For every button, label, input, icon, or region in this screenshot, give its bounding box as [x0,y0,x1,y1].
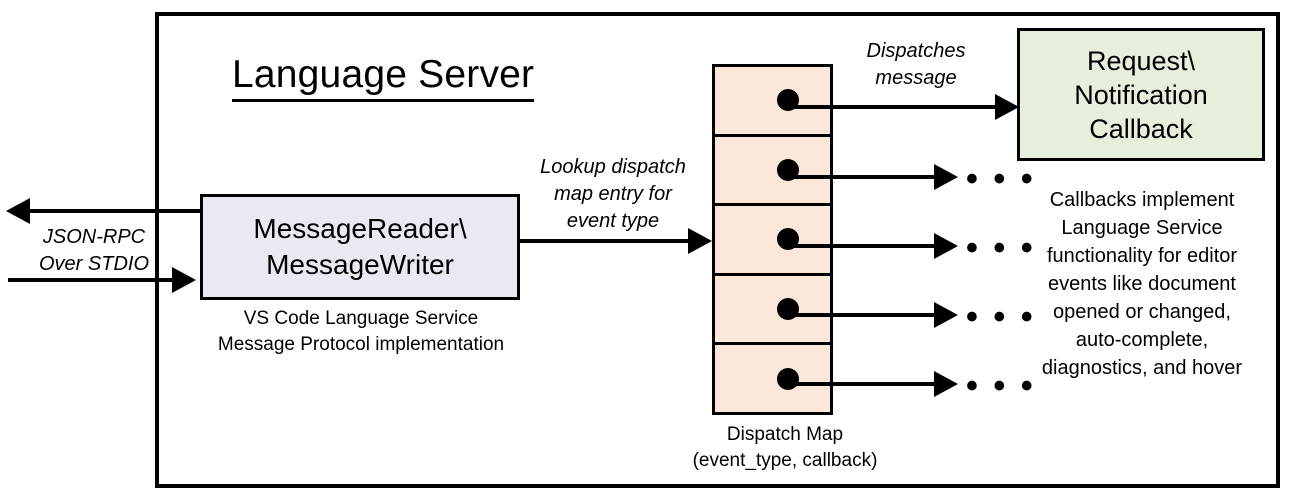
filled-dot-icon [777,367,799,390]
dispatches-message-label: Dispatches message [866,40,966,89]
dispatch-row5-line [782,382,938,386]
dispatch-row1-line [782,105,1012,109]
dispatch-row2-line [782,175,938,179]
dispatch-row4-line [782,313,938,317]
arrow-right-icon [934,371,958,397]
jsonrpc-stdio-label: JSON-RPC Over STDIO [38,226,149,275]
page-title: Language Server [232,52,535,102]
request-notification-callback-node[interactable]: Request\ Notification Callback [1017,28,1265,161]
arrow-right-icon [995,94,1019,120]
arrow-left-icon [6,198,30,224]
continuation-ellipsis: • • • [966,160,1036,198]
table-row[interactable] [715,67,830,137]
continuation-ellipsis: • • • [966,367,1036,405]
arrow-right-icon [934,302,958,328]
table-row[interactable] [715,345,830,412]
arrow-right-icon [934,164,958,190]
message-reader-writer-node[interactable]: MessageReader\ MessageWriter [200,194,520,300]
lookup-dispatch-label: Lookup dispatch map entry for event type [540,156,686,232]
arrow-right-icon [688,228,712,254]
request-notification-callback-label: Request\ Notification Callback [1074,45,1208,144]
lookup-dispatch-line [520,239,690,243]
outbound-stdio-line [30,209,200,213]
dispatch-map-caption: Dispatch Map (event_type, callback) [692,424,878,471]
message-reader-writer-caption: VS Code Language Service Message Protoco… [217,308,505,355]
table-row[interactable] [715,137,830,207]
arrow-right-icon [172,267,196,293]
language-server-frame [155,12,1280,488]
message-reader-writer-label: MessageReader\ MessageWriter [253,213,467,280]
table-row[interactable] [715,276,830,346]
table-row[interactable] [715,206,830,276]
inbound-stdio-line [8,278,178,282]
arrow-right-icon [934,233,958,259]
dispatch-row3-line [782,244,938,248]
callbacks-description: Callbacks implement Language Service fun… [1041,189,1243,379]
dispatch-map-table[interactable] [712,64,833,415]
